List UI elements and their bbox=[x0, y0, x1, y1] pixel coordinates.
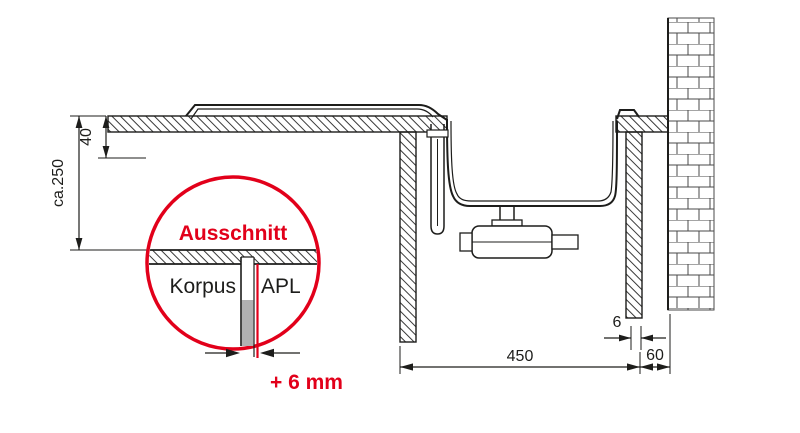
arrowhead-point-right bbox=[226, 348, 240, 358]
arrowhead-right bbox=[627, 363, 640, 371]
sink-rim-profile-inner bbox=[190, 108, 434, 120]
panel-edge-gray bbox=[241, 300, 254, 346]
worktop-right-segment bbox=[615, 115, 669, 133]
masonry-wall bbox=[667, 17, 715, 311]
arrowhead-in-right bbox=[619, 334, 631, 342]
arrowhead-up bbox=[75, 116, 83, 128]
arrowhead-down bbox=[75, 238, 83, 250]
dim-front-edge-label: 40 bbox=[78, 128, 95, 146]
cutout-step bbox=[241, 257, 254, 265]
detail-worktop-band bbox=[149, 249, 317, 265]
dim-depth-label: ca.250 bbox=[50, 159, 67, 207]
offset-note: + 6 mm bbox=[270, 371, 343, 394]
arrowhead-right-60 bbox=[657, 363, 670, 371]
dim-edge-gap: 6 bbox=[604, 314, 666, 350]
dim-cutout-width-label: 450 bbox=[507, 348, 534, 365]
cabinet-left-panel bbox=[399, 131, 417, 343]
dim-bottom: 450 60 bbox=[399, 314, 671, 374]
sink-rim-right bbox=[616, 109, 640, 120]
dim-edge-gap-label: 6 bbox=[613, 314, 622, 331]
drain-trap bbox=[459, 206, 579, 259]
dim-wall-distance-label: 60 bbox=[646, 347, 664, 364]
worktop-left-segment bbox=[107, 115, 448, 133]
offset-pointer bbox=[205, 348, 300, 358]
detail-view: Ausschnitt Korpus APL + 6 mm bbox=[145, 175, 343, 394]
cabinet-right-panel bbox=[625, 131, 643, 319]
sink-rim-profile bbox=[185, 104, 448, 121]
cabinet-label: Korpus bbox=[169, 275, 236, 298]
sink-basin-outer bbox=[446, 118, 618, 207]
arrowhead-point-left bbox=[260, 348, 274, 358]
arrowhead-down bbox=[102, 146, 110, 158]
overflow-pipe bbox=[430, 124, 445, 235]
worktop-label: APL bbox=[261, 275, 301, 298]
detail-title: Ausschnitt bbox=[179, 222, 288, 245]
dim-depth: ca.250 bbox=[50, 115, 147, 251]
arrowhead-up bbox=[102, 116, 110, 128]
sink-cross-section bbox=[185, 104, 640, 259]
overflow-clamp bbox=[426, 129, 449, 138]
arrowhead-left bbox=[400, 363, 413, 371]
sink-basin-inner bbox=[450, 120, 614, 202]
arrowhead-left-60 bbox=[640, 363, 653, 371]
worktop-cross-section bbox=[107, 115, 669, 133]
arrowhead-in-left bbox=[641, 334, 653, 342]
dim-front-edge: 40 bbox=[78, 116, 146, 159]
